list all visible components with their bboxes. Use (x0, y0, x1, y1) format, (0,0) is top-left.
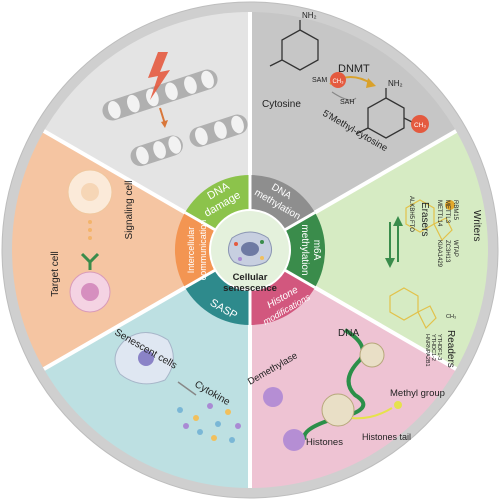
lightning-bolt-icon (148, 52, 170, 100)
ring-intercellular-communication (174, 212, 216, 288)
cytosine-ring (281, 29, 319, 71)
reader-item-2: YTHDC1-2 (430, 334, 436, 361)
receptor-icon (80, 252, 100, 270)
histone-ball-top (359, 342, 385, 368)
writer-item-2: WTAP (452, 240, 458, 257)
sasp-illustration (114, 332, 241, 443)
reader-item-1: YTHDF1-3 (436, 334, 442, 360)
readers-label: Readers (445, 330, 456, 368)
writer-item-4: ZC3H13 (444, 240, 450, 263)
methylcytosine-ring (367, 97, 405, 139)
center-title-line2: senescence (223, 283, 277, 294)
m6a-illustration (389, 199, 453, 330)
ch3-circle-a (330, 72, 346, 88)
ch3-label-b: CH₃ (414, 122, 426, 129)
segment-dna-damage-bg (43, 12, 251, 250)
ring-histone-modifications (250, 270, 315, 326)
erasers-label: Erasers (419, 202, 430, 236)
histones-label: Histones (306, 437, 343, 448)
senescent-cell-icon (228, 231, 272, 267)
histone-illustration (263, 328, 402, 451)
writers-label: Writers (471, 210, 482, 241)
writer-item-1: RBM15 (452, 200, 458, 221)
ring-label-m6a-2: methylation (299, 224, 310, 275)
sasp-arrow-icon (177, 381, 197, 396)
ring-label-intercellular-1: Intercellular (186, 227, 196, 274)
eraser-item-2: FTO (408, 220, 414, 232)
ch3-circle-b (411, 115, 429, 133)
m6a-ch3-label: CH₃ (446, 314, 456, 320)
signaling-cell-label: Signaling cell (124, 181, 135, 240)
inner-ring (174, 174, 326, 326)
segment-dna-methylation-bg (250, 12, 457, 250)
segment-m6a-bg (250, 131, 488, 369)
writer-item-5: METTL14 (436, 200, 442, 227)
methyl-dot (394, 401, 402, 409)
ring-label-intercellular-2: communication (198, 220, 208, 281)
nh2-bottom: NH₂ (388, 79, 403, 88)
writer-item-6: KIAA1429 (436, 240, 442, 268)
cytosine-label: Cytosine (262, 99, 301, 110)
histone-ball-mid (321, 393, 355, 427)
dna-methylation-illustration (269, 20, 413, 139)
demethylase-blob-a (263, 387, 283, 407)
dna-damage-illustration (102, 52, 248, 167)
ch3-label-a: CH₃ (332, 79, 344, 85)
ring-dna-methylation (250, 174, 315, 230)
center-title-line1: Cellular (233, 272, 268, 283)
sam-sah-arrow-icon (331, 91, 357, 101)
dna-label: DNA (338, 328, 359, 339)
m6a-ch3-circle (445, 200, 455, 210)
dnmt-label: DNMT (338, 63, 370, 75)
ring-label-m6a-1: m6A (311, 240, 322, 261)
dna-helix-bottom (130, 114, 248, 167)
cytokine-dots (177, 403, 241, 443)
reader-item-3: HNRNPA2B1 (424, 334, 430, 367)
nh2-top: NH₂ (302, 11, 317, 20)
ring-m6a-methylation (284, 212, 326, 288)
eraser-item-1: ALKBH5 (408, 196, 414, 220)
histone-tail (351, 407, 393, 420)
ring-dna-damage (185, 174, 250, 230)
sah-label: SAH (340, 99, 354, 106)
ring-sasp (185, 270, 250, 326)
methyl-group-label: Methyl group (390, 388, 445, 399)
intercellular-illustration (67, 169, 113, 313)
sam-label: SAM (312, 77, 327, 84)
writer-item-3: METTL3 (444, 200, 450, 224)
demethylase-blob-b (283, 429, 305, 451)
dna-helix-top (102, 69, 218, 121)
histones-tail-label: Histones tail (362, 432, 411, 442)
target-cell-label: Target cell (50, 251, 61, 297)
